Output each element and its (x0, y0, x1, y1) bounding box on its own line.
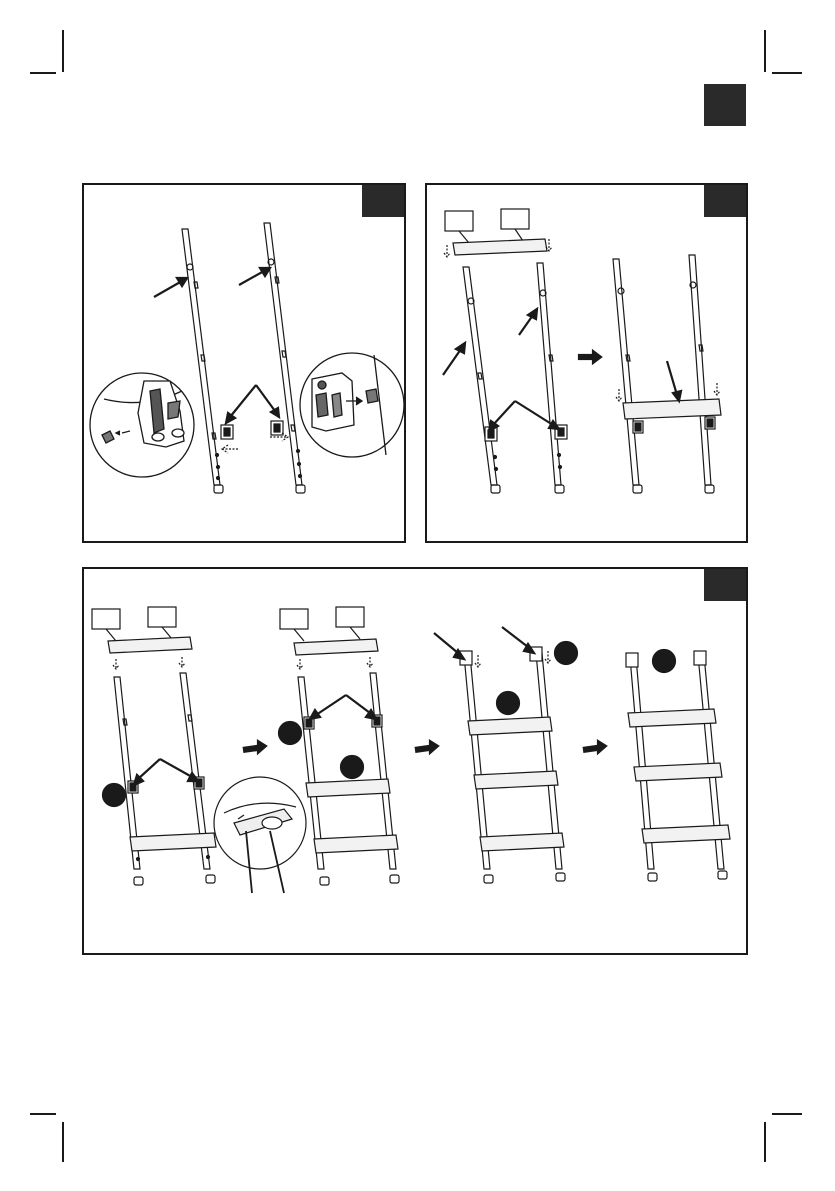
assembly-panel-3 (82, 567, 748, 955)
next-step-arrow-icon (244, 741, 266, 753)
part-label-box (445, 211, 473, 231)
callout-dot-icon (279, 722, 301, 744)
assembly-panel-1 (82, 183, 406, 543)
next-step-arrow-icon (584, 741, 606, 753)
crop-mark-top-right-v (764, 30, 766, 72)
next-step-arrow-icon (416, 741, 438, 753)
crop-mark-bottom-left-h (30, 1113, 56, 1115)
assembly-panel-2 (425, 183, 748, 543)
crop-mark-top-left-v (62, 30, 64, 72)
crop-mark-bottom-right-v (764, 1122, 766, 1162)
ladder-step-installed (623, 399, 721, 419)
callout-dot-icon (341, 756, 363, 778)
callout-dot-icon (555, 642, 577, 664)
arrow-pointer-icon (154, 281, 182, 297)
crop-mark-bottom-right-h (772, 1113, 802, 1115)
panel-3-illustration (84, 569, 750, 957)
callout-dot-icon (653, 650, 675, 672)
magnified-detail-icon-step3 (214, 777, 306, 869)
crop-mark-top-right-h (772, 72, 802, 74)
callout-dot-icon (497, 692, 519, 714)
magnified-detail-icon (90, 373, 194, 477)
part-label-box (501, 209, 529, 229)
next-step-arrow-icon (579, 351, 601, 363)
panel-1-illustration (84, 185, 408, 545)
panel-2-illustration (427, 185, 750, 545)
crop-mark-top-left-h (30, 72, 56, 74)
section-marker (704, 84, 746, 126)
magnified-detail-icon-right (300, 353, 404, 457)
callout-dot-icon (103, 784, 125, 806)
crop-mark-bottom-left-v (62, 1122, 64, 1162)
